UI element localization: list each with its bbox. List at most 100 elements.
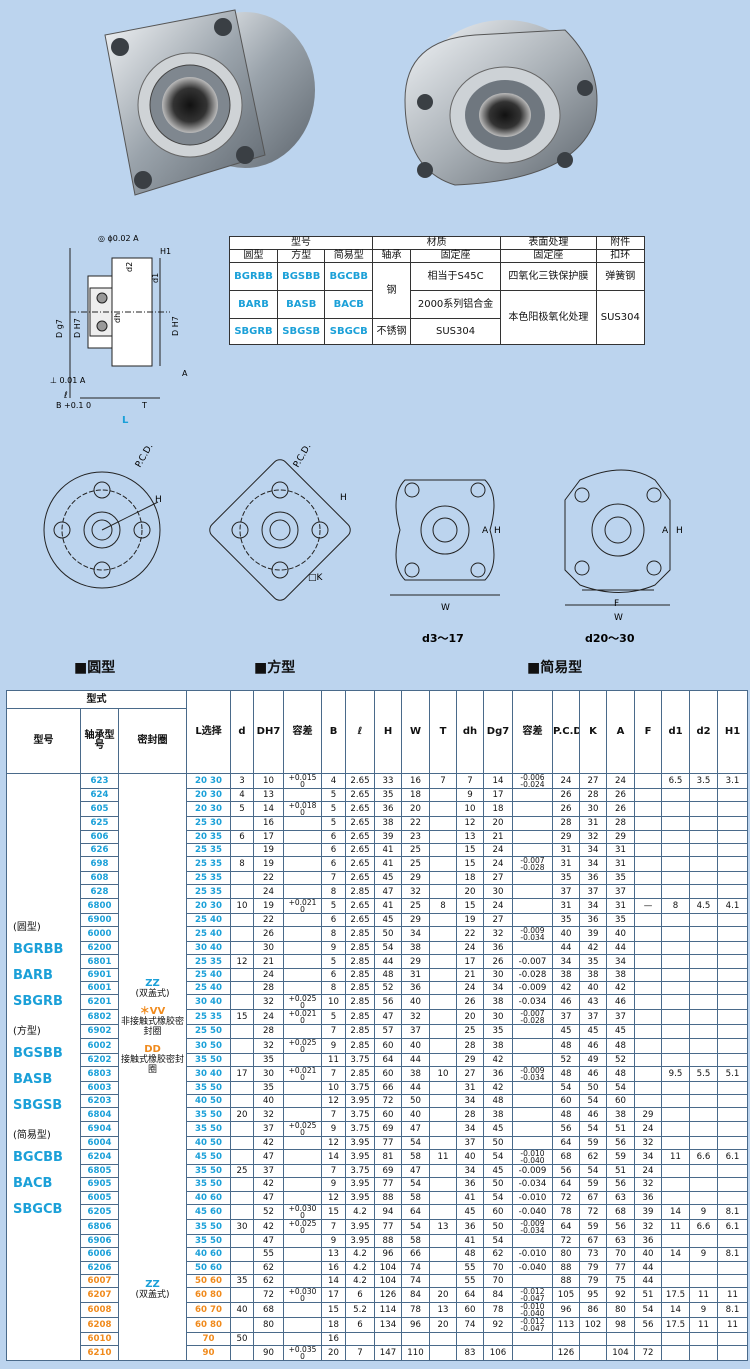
cell: 46 <box>552 994 580 1011</box>
cell: 50 <box>230 1332 254 1347</box>
cell: 25 40 <box>186 967 231 982</box>
cell: 40 <box>401 994 430 1011</box>
cell <box>429 994 457 1011</box>
cell: 34 <box>634 1149 662 1166</box>
cell <box>283 787 322 803</box>
svg-text:H: H <box>676 526 683 536</box>
cell: 4.2 <box>345 1260 375 1275</box>
cell: 36 <box>483 941 513 956</box>
cell <box>661 1107 690 1122</box>
svg-text:A: A <box>182 369 188 378</box>
cell: 30 50 <box>186 1037 231 1054</box>
bearing-number: 624 <box>80 787 119 803</box>
cell: 25 35 <box>186 856 231 873</box>
cell: 7 <box>321 1218 346 1235</box>
column-header: 容差 <box>512 690 553 774</box>
cell: 6.6 <box>689 1149 718 1166</box>
cell: 24 <box>552 773 580 789</box>
column-header: d2 <box>689 690 718 774</box>
cell: 10 <box>456 801 484 818</box>
cell <box>283 1052 322 1067</box>
cell: 14 <box>661 1247 690 1262</box>
cell: 6 <box>345 1287 375 1304</box>
cell <box>512 1345 553 1362</box>
cell: 46 <box>579 1107 607 1122</box>
cell: 5 <box>230 801 254 818</box>
cell: 90 <box>253 1345 284 1362</box>
cell: 6 <box>230 829 254 844</box>
cell <box>429 871 457 886</box>
cell: 20 <box>456 1009 484 1026</box>
cell: 47 <box>253 1149 284 1166</box>
svg-text:D H7: D H7 <box>171 316 180 336</box>
cell: 74 <box>456 1317 484 1334</box>
cell: 77 <box>374 1177 402 1192</box>
cell: +0.030 0 <box>283 1203 322 1220</box>
cell: 4.1 <box>717 897 748 914</box>
cell: 29 <box>606 829 635 844</box>
bearing-number: 6208 <box>80 1317 119 1334</box>
cell <box>429 980 457 996</box>
cell: 3.5 <box>689 773 718 789</box>
cell: 58 <box>401 1190 430 1205</box>
cell <box>717 856 748 873</box>
cell: 39 <box>579 926 607 943</box>
cell: 3.95 <box>345 1218 375 1235</box>
cell: 90 <box>186 1345 231 1362</box>
cell: 34 <box>456 1094 484 1109</box>
section-round: ■圆型 <box>74 660 116 676</box>
cell <box>717 801 748 818</box>
cell <box>689 1037 718 1054</box>
cell: 45 <box>374 912 402 928</box>
bearing-number: 6001 <box>80 980 119 996</box>
cell <box>689 1260 718 1275</box>
cell: -0.040 <box>512 1203 553 1220</box>
column-header: B <box>321 690 346 774</box>
cell: 11 <box>689 1287 718 1304</box>
cell <box>283 1094 322 1109</box>
cell: 25 40 <box>186 912 231 928</box>
cell <box>512 1332 553 1347</box>
cell <box>429 1260 457 1275</box>
cell <box>230 884 254 899</box>
cell: 2.85 <box>345 926 375 943</box>
cell: 126 <box>374 1287 402 1304</box>
cell <box>661 856 690 873</box>
cell <box>429 1024 457 1039</box>
cell: 54 <box>579 1120 607 1137</box>
cell <box>717 912 748 928</box>
cell <box>512 1107 553 1122</box>
cell <box>634 1052 662 1067</box>
bearing-number: 6201 <box>80 994 119 1011</box>
cell: -0.009 <box>512 980 553 996</box>
cell: 40 <box>253 1094 284 1109</box>
seal-type: ZZ(双盖式) <box>135 978 170 1000</box>
cell: 72 <box>374 1094 402 1109</box>
cell <box>661 816 690 831</box>
cell: 67 <box>579 1233 607 1249</box>
cell <box>661 842 690 858</box>
cell: 55 <box>253 1247 284 1262</box>
cell <box>634 1065 662 1082</box>
cell <box>717 941 748 956</box>
cell: 95 <box>579 1287 607 1304</box>
cell: 17 <box>483 787 513 803</box>
cell: 70 <box>606 1247 635 1262</box>
cell <box>689 1345 718 1362</box>
cell <box>661 801 690 818</box>
cell: 34 <box>401 926 430 943</box>
cell: 12 <box>230 954 254 969</box>
cell: 14 <box>661 1302 690 1319</box>
cell: +0.025 0 <box>283 1037 322 1054</box>
cell: 40 <box>579 980 607 996</box>
cell: 40 50 <box>186 1094 231 1109</box>
cell: 11 <box>661 1218 690 1235</box>
cell: 32 <box>401 884 430 899</box>
cell <box>689 1190 718 1205</box>
cell: 9 <box>689 1247 718 1262</box>
cell: 10 <box>321 1080 346 1096</box>
